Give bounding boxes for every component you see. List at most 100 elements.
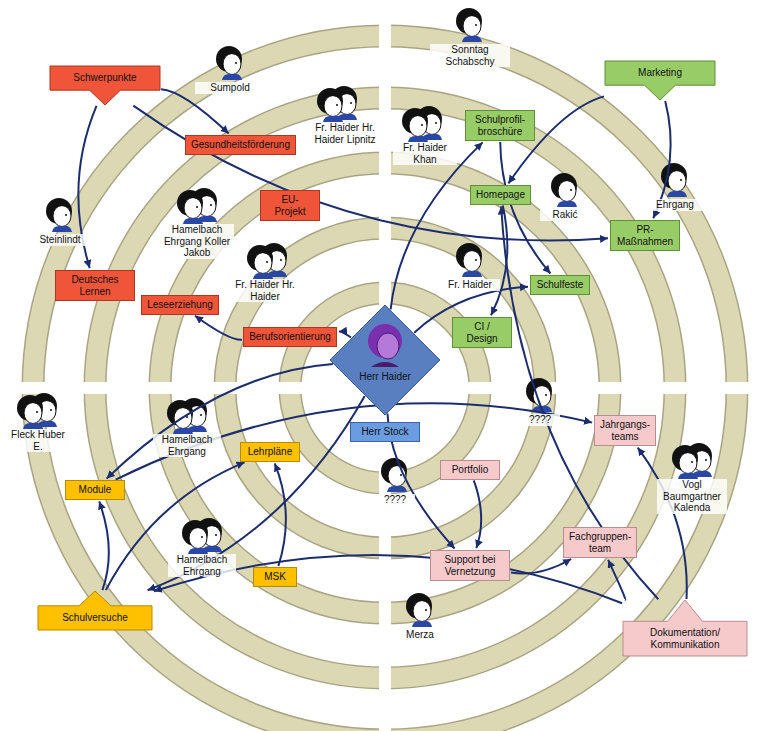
arrow-polygon (50, 66, 160, 105)
person-name: Ehrgang (645, 199, 705, 211)
person-icon (406, 593, 432, 627)
person-face (377, 333, 399, 359)
node-text: Schulprofil-broschüre (471, 114, 529, 137)
node-text: EU-Projekt (266, 194, 314, 217)
node-text: Herr Stock (356, 426, 414, 438)
person-icon (661, 163, 687, 197)
person-icon (551, 173, 577, 207)
arrow-shape: Dokumentation/ Kommunikation (623, 600, 747, 656)
topic-box: Homepage (470, 185, 531, 205)
topic-box: Schulprofil-broschüre (465, 110, 535, 141)
node-text: Homepage (476, 189, 525, 201)
connector (154, 555, 622, 603)
connector (511, 559, 571, 574)
diamond-outline (330, 305, 440, 415)
arrow-polygon (623, 600, 747, 656)
node-text: Gesundheitsförderung (191, 139, 290, 151)
arrow-shape: Schulversuche (38, 591, 152, 630)
node-text: Deutsches Lernen (61, 274, 129, 297)
topic-box: CI / Design (452, 317, 512, 348)
arrow-outline (38, 591, 152, 630)
connector (133, 106, 608, 241)
node-text: PR-Maßnahmen (616, 224, 674, 247)
node-text: Marketing (605, 67, 715, 79)
node-text: MSK (259, 571, 291, 583)
connector (195, 316, 242, 340)
person-icon (46, 198, 72, 232)
node-text: Leseerziehung (147, 299, 213, 311)
person-icon (216, 46, 242, 80)
node-text: Berufsorientierung (249, 331, 331, 343)
person-pair-icon (167, 398, 207, 434)
topic-box: Module (65, 480, 125, 500)
person-icon (456, 243, 482, 277)
arrow-polygon (38, 591, 152, 630)
connector (99, 501, 109, 590)
person-hair (368, 324, 402, 358)
connector (148, 396, 365, 590)
arrow-outline (605, 61, 715, 100)
person-pair-icon (177, 188, 217, 224)
person-name: Sumpold (195, 82, 265, 94)
person-collar (371, 362, 399, 367)
connector (638, 448, 687, 599)
connector (501, 207, 658, 600)
connector (161, 89, 229, 133)
node-text: Portfolio (446, 464, 494, 476)
person-pair-icon (317, 86, 357, 122)
topic-box: Leseerziehung (141, 295, 219, 315)
person-name: Hamelbach Ehrgang (153, 434, 221, 457)
connector (339, 332, 351, 338)
connector (491, 206, 507, 316)
person-name: Fr. Haider (440, 279, 500, 291)
arrow-shape: Marketing (605, 61, 715, 100)
arrow-shape: Schwerpunkte (50, 66, 160, 105)
topic-box: Jahrgangs-teams (594, 415, 656, 446)
topic-box: MSK (253, 567, 297, 587)
person-name: Fleck Huber E. (6, 429, 70, 452)
node-text: CI / Design (458, 321, 506, 344)
topic-box: Herr Stock (350, 422, 420, 442)
node-text: Module (71, 484, 119, 496)
decision-diamond: Herr Haider (330, 305, 440, 415)
person-name: Merza (395, 629, 445, 641)
person-name: ???? (375, 494, 415, 506)
person-name: Fr. Haider Khan (393, 142, 457, 165)
person-name: Vogl Baumgartner Kalenda (657, 479, 727, 514)
topic-box: Deutsches Lernen (55, 270, 135, 301)
person-name: Fr. Haider Hr. Haider Lipnitz (310, 122, 380, 145)
topic-box: Support bei Vernetzung (430, 550, 510, 581)
node-text: Schulversuche (38, 612, 152, 624)
person-pair-icon (17, 393, 57, 429)
person-name: ???? (520, 414, 560, 426)
person-pair-icon (402, 106, 442, 142)
topic-box: Gesundheitsförderung (185, 135, 296, 155)
node-text: Lehrpläne (246, 446, 294, 458)
connector (474, 480, 481, 548)
node-text: Jahrgangs-teams (600, 419, 650, 442)
person-name: Sonntag Schabschy (430, 44, 510, 67)
person-name: Hamelbach Ehrgang Koller Jakob (160, 224, 234, 259)
topic-box: Lehrpläne (240, 442, 300, 462)
node-text: Schulfeste (536, 279, 584, 291)
topic-box: Schulfeste (530, 275, 590, 295)
connector (608, 560, 625, 600)
person-name: Hamelbach Ehrgang (168, 554, 236, 577)
arrow-outline (50, 66, 160, 105)
person-pair-icon (182, 518, 222, 554)
topic-box: EU-Projekt (260, 190, 320, 221)
node-text: Herr Haider (330, 371, 440, 383)
node-text: Fachgruppen-team (569, 531, 631, 554)
person-pair-icon (247, 243, 287, 279)
connector (116, 403, 592, 479)
arrow-polygon (605, 61, 715, 100)
person-icon (456, 8, 482, 42)
topic-box: Berufsorientierung (243, 327, 337, 347)
connector (107, 364, 333, 479)
node-text: Support bei Vernetzung (436, 554, 504, 577)
connector (275, 463, 286, 566)
diamond-polygon (330, 305, 440, 415)
node-text: Dokumentation/ Kommunikation (623, 627, 747, 650)
topic-box: PR-Maßnahmen (610, 220, 680, 251)
